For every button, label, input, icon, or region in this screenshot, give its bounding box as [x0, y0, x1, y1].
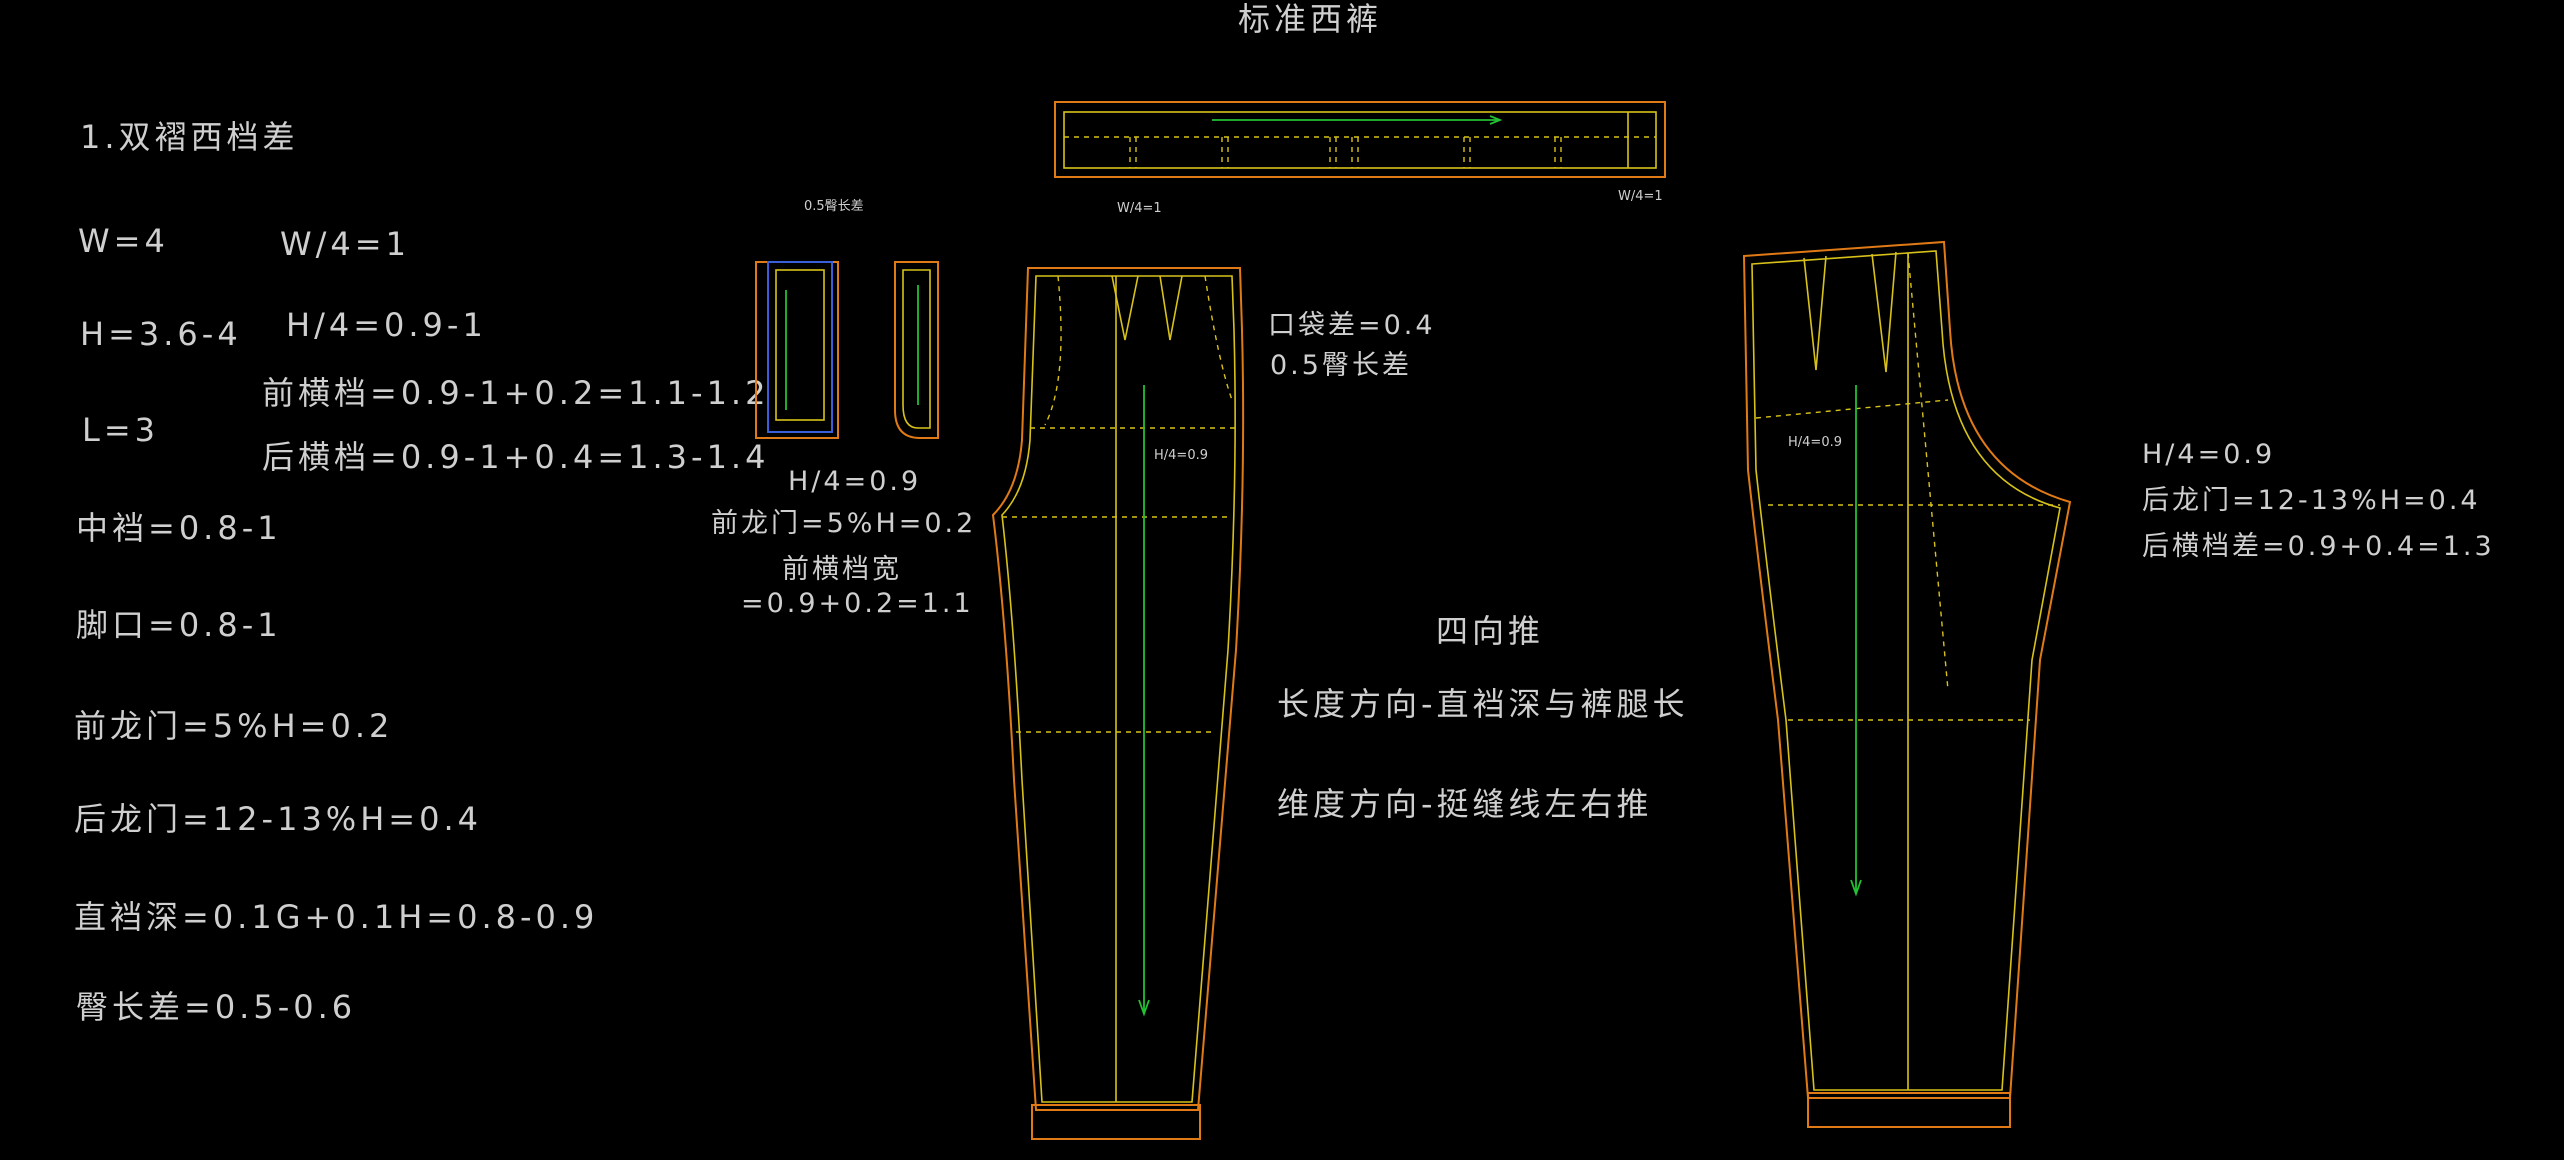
rule-back-crotch: 后横档=0.9-1+0.4=1.3-1.4	[262, 438, 769, 476]
center-girth-direction: 维度方向-挺缝线左右推	[1277, 785, 1653, 823]
pocket-hip-quarter: H/4=0.9	[788, 466, 921, 497]
pocket-facing-pieces	[755, 261, 939, 439]
rules-heading: 1.双褶西档差	[80, 118, 299, 156]
back-panel-hip-label: H/4=0.9	[1788, 435, 1842, 450]
rule-hip: H=3.6-4	[80, 315, 242, 353]
rule-back-rise: 后龙门=12-13%H=0.4	[74, 800, 482, 838]
rule-waist: W=4	[78, 222, 169, 260]
waistband-note-left: W/4=1	[1117, 201, 1162, 216]
back-panel-back-rise: 后龙门=12-13%H=0.4	[2142, 485, 2481, 516]
front-panel-seat-diff: 0.5臀长差	[1270, 350, 1412, 381]
rule-mid-crotch: 中裆=0.8-1	[76, 509, 282, 547]
front-trouser-panel	[991, 267, 1245, 1140]
center-heading: 四向推	[1436, 612, 1544, 650]
rule-hem: 脚口=0.8-1	[76, 606, 282, 644]
back-trouser-panel	[1742, 240, 2072, 1128]
back-panel-hip-quarter: H/4=0.9	[2142, 439, 2275, 470]
front-panel-hip-label: H/4=0.9	[1154, 448, 1208, 463]
waistband-piece	[1054, 101, 1666, 178]
rule-front-rise: 前龙门=5%H=0.2	[74, 707, 393, 745]
back-panel-crotch-diff: 后横档差=0.9+0.4=1.3	[2142, 531, 2495, 562]
pocket-seat-note: 0.5臀长差	[804, 199, 864, 214]
grading-rules: 1.双褶西档差 W=4 W/4=1 H=3.6-4 H/4=0.9-1 L=3 …	[74, 118, 769, 1026]
pocket-front-width: 前横档宽	[782, 554, 902, 585]
rule-length: L=3	[82, 411, 159, 449]
drawing-title: 标准西裤	[1238, 0, 1382, 38]
rule-crotch-depth: 直裆深=0.1G+0.1H=0.8-0.9	[74, 898, 598, 936]
front-panel-pocket-diff: 口袋差=0.4	[1268, 310, 1436, 341]
rule-hip-quarter: H/4=0.9-1	[286, 306, 487, 344]
rule-front-crotch: 前横档=0.9-1+0.2=1.1-1.2	[262, 374, 769, 412]
pocket-front-rise: 前龙门=5%H=0.2	[711, 508, 976, 539]
rule-seat-diff: 臀长差=0.5-0.6	[76, 988, 356, 1026]
waistband-note-right: W/4=1	[1618, 189, 1663, 204]
pocket-front-width-formula: =0.9+0.2=1.1	[741, 588, 974, 619]
rule-waist-quarter: W/4=1	[280, 225, 410, 263]
center-length-direction: 长度方向-直裆深与裤腿长	[1277, 685, 1689, 723]
